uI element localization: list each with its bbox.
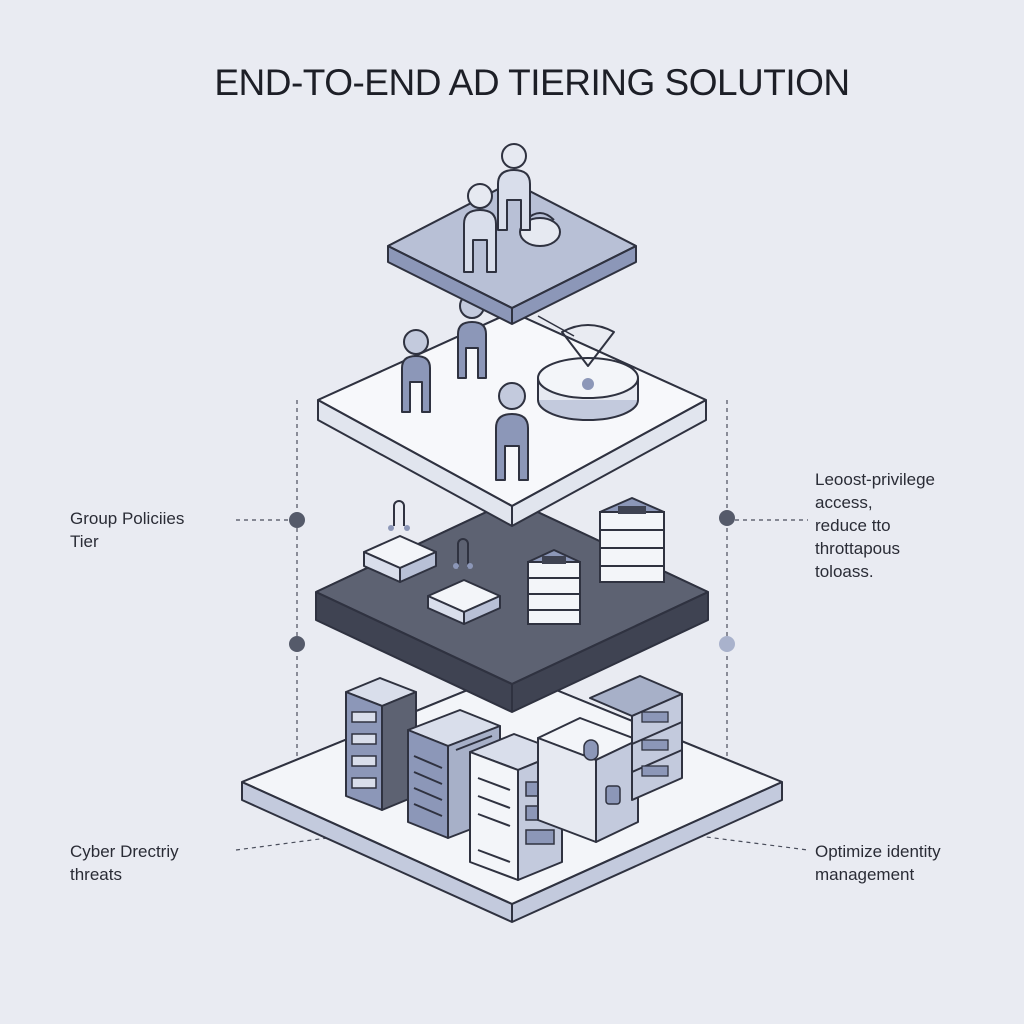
label-cyber-threats: Cyber Drectriy threats [70, 840, 179, 886]
storage-lock-icon [537, 717, 639, 843]
label-line: threats [70, 865, 122, 884]
label-line: throttapous [815, 539, 901, 558]
tier-servers [315, 497, 709, 713]
label-least-privilege: Leoost-privilege access, reduce tto thro… [815, 468, 935, 583]
label-group-policies-tier: Group Policiies Tier [70, 507, 184, 553]
label-line: reduce tto [815, 516, 891, 535]
admin-user-icon [463, 183, 497, 273]
database-disk-icon [537, 324, 639, 421]
label-line: toloass. [815, 562, 874, 581]
diagram-title: END-TO-END AD TIERING SOLUTION [214, 62, 850, 103]
tier-admins [387, 143, 637, 325]
label-line: Tier [70, 532, 99, 551]
label-line: Optimize identity [815, 842, 941, 861]
label-line: Cyber Drectriy [70, 842, 179, 861]
label-line: management [815, 865, 915, 884]
label-line: Group Policiies [70, 509, 185, 528]
user-icon [401, 329, 431, 413]
user-icon [495, 382, 529, 481]
device-box-icon [363, 500, 437, 583]
label-line: access, [815, 493, 873, 512]
device-box-icon [427, 538, 501, 625]
connector-lines [235, 400, 809, 851]
storage-stack-icon [589, 675, 683, 801]
label-line: Leoost-privilege [815, 470, 936, 489]
server-stack-icon [527, 549, 581, 625]
tier-infrastructure [241, 671, 783, 923]
server-stack-icon [599, 497, 665, 583]
tier-users [317, 293, 707, 527]
server-rack-icon [345, 677, 417, 811]
label-identity-management: Optimize identity management [815, 840, 941, 886]
admin-user-icon [497, 143, 531, 231]
